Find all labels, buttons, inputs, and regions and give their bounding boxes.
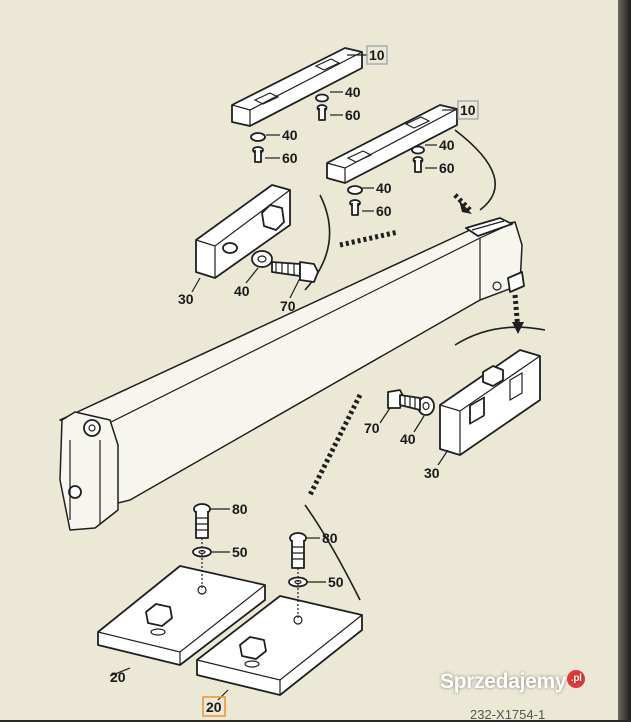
exploded-parts-diagram: 10 40 60 40 60 10 40 60 40 60 30 40 70 7… (59, 45, 546, 717)
callout-40-lower-left: 40 (376, 180, 392, 196)
watermark-badge: .pl (567, 670, 586, 688)
callout-40-side-right: 40 (400, 431, 416, 447)
bolt-70-side-left (271, 261, 319, 283)
callout-10-upper: 10 (369, 47, 385, 63)
boom-arm (59, 217, 525, 531)
callout-box (457, 100, 479, 120)
screw-60-pad-lower-left (349, 199, 361, 216)
washer-40-pad-upper-left (250, 132, 266, 142)
callout-10-lower: 10 (460, 102, 476, 118)
screw-80-plate-left (193, 503, 211, 539)
watermark-text: Sprzedajemy (440, 670, 567, 693)
bottom-plate-20-right (196, 595, 363, 696)
callout-70-left: 70 (280, 298, 296, 314)
callout-30-right: 30 (424, 465, 440, 481)
callout-40-upper-left: 40 (282, 127, 298, 143)
callout-60-upper-left: 60 (282, 150, 298, 166)
callout-40-upper-right: 40 (345, 84, 361, 100)
washer-40-side-left (251, 250, 273, 268)
washer-40-pad-upper-right (315, 93, 329, 103)
watermark: Sprzedajemy.pl (440, 670, 586, 694)
zoom-arrow-right (512, 322, 524, 334)
callout-50-left: 50 (232, 544, 248, 560)
zoom-arrow-top (459, 200, 472, 214)
bolt-70-side-right (387, 389, 421, 411)
side-block-30-right (439, 349, 541, 456)
washer-40-pad-lower-right (411, 145, 425, 155)
detail-arc-right (454, 326, 546, 346)
screw-60-pad-upper-left (252, 146, 264, 163)
callout-20-highlight-box (202, 696, 226, 717)
zoom-leader-bottom (307, 393, 363, 497)
side-block-30-left (195, 184, 291, 279)
callout-labels: 10 40 60 40 60 10 40 60 40 60 30 40 70 7… (110, 45, 479, 717)
wear-pad-10-upper (231, 47, 363, 127)
callout-40-side-left: 40 (234, 283, 250, 299)
screw-60-pad-lower-right (412, 156, 424, 173)
detail-arc-top (454, 129, 497, 211)
callout-30-left: 30 (178, 291, 194, 307)
washer-40-pad-lower-left (347, 185, 363, 195)
detail-arc-bottom (304, 504, 361, 601)
callout-20-highlighted: 20 (206, 699, 222, 715)
zoom-leader-left (339, 229, 399, 248)
screw-60-pad-upper-right (316, 104, 328, 121)
document-code: 232-X1754-1 (470, 707, 546, 722)
callout-box (366, 45, 388, 65)
callout-leaders (109, 54, 458, 701)
callout-70-right: 70 (364, 420, 380, 436)
callout-50-right: 50 (328, 574, 344, 590)
callout-20-plate: 20 (110, 669, 126, 685)
bottom-plate-20-left (97, 565, 266, 666)
callout-80-right: 80 (322, 530, 338, 546)
callout-80-left: 80 (232, 501, 248, 517)
page-edge-shadow (618, 0, 631, 720)
screw-80-plate-right (289, 532, 307, 569)
callout-60-lower-left: 60 (376, 203, 392, 219)
callout-40-lower-right: 40 (439, 137, 455, 153)
callout-60-upper-right: 60 (345, 107, 361, 123)
callout-60-lower-right: 60 (439, 160, 455, 176)
wear-pad-10-lower (326, 104, 458, 184)
